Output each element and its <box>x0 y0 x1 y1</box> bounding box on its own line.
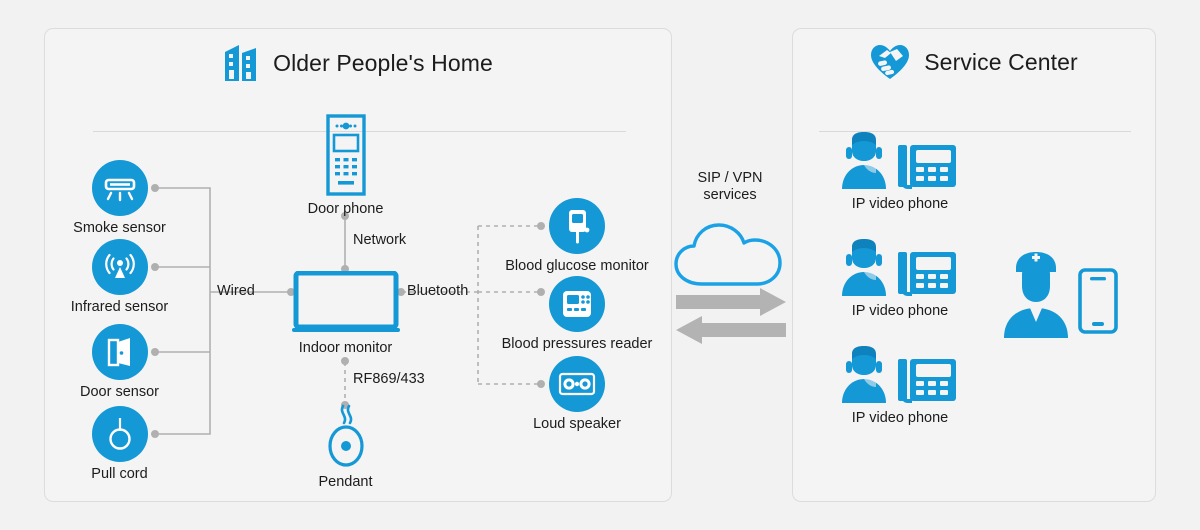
node-ip-video-phone-3[interactable]: IP video phone <box>820 344 980 426</box>
pull-cord-icon <box>91 406 148 462</box>
panel-service-center: Service Center <box>792 28 1156 502</box>
edge-label-wired: Wired <box>217 283 255 299</box>
node-pendant[interactable]: Pendant <box>289 404 402 490</box>
service-center-divider <box>819 131 1131 132</box>
node-door-phone[interactable]: Door phone <box>289 113 402 217</box>
node-ip-video-phone-1[interactable]: IP video phone <box>820 130 980 212</box>
door-phone-label: Door phone <box>307 201 384 217</box>
edge-label-bluetooth: Bluetooth <box>407 283 469 299</box>
indoor-monitor-label: Indoor monitor <box>298 340 393 356</box>
nurse-smartphone-icon <box>1002 245 1122 341</box>
node-door-sensor[interactable]: Door sensor <box>63 324 176 400</box>
node-nurse-staff[interactable] <box>1002 245 1122 341</box>
loud-speaker-icon <box>549 356 605 412</box>
node-blood-glucose-monitor[interactable]: Blood glucose monitor <box>497 198 657 274</box>
edge-label-network: Network <box>353 232 407 248</box>
operator-ip-phone-icon <box>820 130 980 192</box>
smoke-sensor-icon <box>91 160 148 216</box>
ip-video-phone-label-1: IP video phone <box>851 196 949 212</box>
smoke-sensor-label: Smoke sensor <box>73 220 166 236</box>
home-header: Older People's Home <box>45 43 671 83</box>
door-sensor-label: Door sensor <box>80 384 159 400</box>
node-smoke-sensor[interactable]: Smoke sensor <box>63 160 176 236</box>
service-center-title: Service Center <box>924 48 1078 75</box>
ip-video-phone-label-2: IP video phone <box>851 303 949 319</box>
blood-pressure-reader-icon <box>549 276 605 332</box>
pendant-icon <box>289 404 402 470</box>
operator-ip-phone-icon <box>820 237 980 299</box>
home-title: Older People's Home <box>273 49 493 76</box>
home-divider <box>93 131 626 132</box>
node-indoor-monitor[interactable]: Indoor monitor <box>281 270 410 356</box>
loud-speaker-label: Loud speaker <box>533 416 621 432</box>
service-center-header: Service Center <box>793 43 1155 81</box>
blood-glucose-monitor-icon <box>549 198 605 254</box>
infrared-sensor-label: Infrared sensor <box>70 299 169 315</box>
pendant-label: Pendant <box>318 474 373 490</box>
office-building-icon <box>223 43 259 83</box>
edge-label-rf: RF869/433 <box>353 371 425 387</box>
operator-ip-phone-icon <box>820 344 980 406</box>
arrow-left-icon <box>676 316 786 344</box>
cloud-sip-vpn: SIP / VPN services <box>672 170 788 295</box>
ip-video-phone-label-3: IP video phone <box>851 410 949 426</box>
node-blood-pressure-reader[interactable]: Blood pressures reader <box>497 276 657 352</box>
indoor-monitor-icon <box>281 270 410 336</box>
panel-older-peoples-home: Older People's Home <box>44 28 672 502</box>
cloud-line-1: SIP / VPN <box>697 170 763 186</box>
node-ip-video-phone-2[interactable]: IP video phone <box>820 237 980 319</box>
door-phone-icon <box>289 113 402 197</box>
infrared-sensor-icon <box>91 239 148 295</box>
node-loud-speaker[interactable]: Loud speaker <box>497 356 657 432</box>
cloud-line-2: services <box>703 187 757 203</box>
pull-cord-label: Pull cord <box>91 466 148 482</box>
handshake-heart-icon <box>870 43 910 81</box>
cloud-icon <box>674 223 782 286</box>
door-sensor-icon <box>91 324 148 380</box>
node-infrared-sensor[interactable]: Infrared sensor <box>63 239 176 315</box>
node-pull-cord[interactable]: Pull cord <box>63 406 176 482</box>
cloud-text: SIP / VPN services <box>672 170 788 204</box>
blood-pressure-reader-label: Blood pressures reader <box>501 336 653 352</box>
blood-glucose-monitor-label: Blood glucose monitor <box>505 258 649 274</box>
